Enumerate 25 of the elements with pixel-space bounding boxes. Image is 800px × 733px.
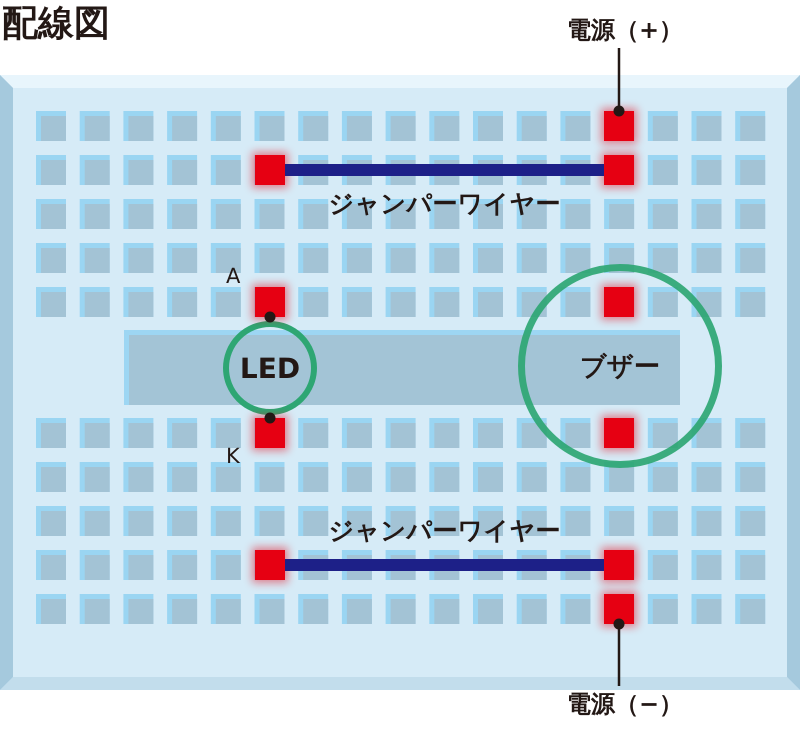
hole-marker (255, 550, 285, 580)
hole-marker (604, 155, 634, 185)
component-circle (518, 264, 722, 468)
edge-label: ジャンパーワイヤー (328, 189, 562, 219)
hole-marker (604, 418, 634, 448)
leader-line (614, 618, 624, 686)
component-label: ブザー (580, 350, 660, 384)
hole-marker (255, 418, 285, 448)
hole-marker (604, 550, 634, 580)
power-label: 電源（+） (566, 15, 684, 46)
diagram-title: 配線図 (2, 2, 110, 46)
hole-marker (255, 155, 285, 185)
hole-marker (604, 111, 634, 141)
component-circle (223, 321, 317, 415)
pin-label: K (226, 444, 240, 468)
hole-marker (255, 287, 285, 317)
leader-line (264, 412, 276, 424)
component-label: LED (240, 352, 300, 384)
leader-line (614, 48, 624, 116)
pin-label: A (226, 264, 240, 288)
hole-marker (604, 287, 634, 317)
edge-label: ジャンパーワイヤー (328, 516, 562, 546)
power-label: 電源（−） (566, 689, 684, 720)
leader-line (264, 312, 276, 322)
hole-marker (604, 594, 634, 624)
